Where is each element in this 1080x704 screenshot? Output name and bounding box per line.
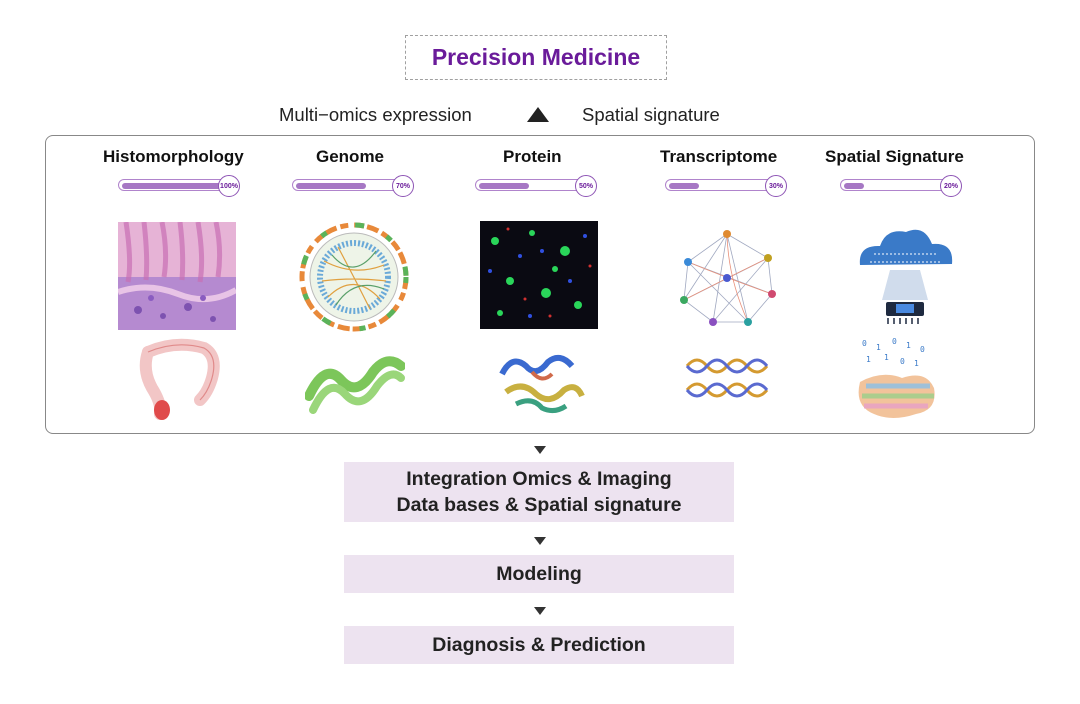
genome-progress: 70% [292,175,414,197]
histology-tissue-image [118,222,236,330]
svg-text:1: 1 [884,353,889,362]
transcriptome-progress: 30% [665,175,787,197]
protein-percent: 50% [575,175,597,197]
transcriptome-title: Transcriptome [660,147,778,166]
spatial-cloud-chip-image [859,229,953,324]
page-title: Precision Medicine [431,44,641,70]
dna-helix-green-image [305,356,405,414]
diagnosis-step-label: Diagnosis & Prediction [432,634,646,656]
spatial-signature-title: Spatial Signature [825,147,964,166]
integration-step-line1: Integration Omics & Imaging [406,468,672,490]
down-arrow-icon [534,607,546,615]
genome-percent: 70% [392,175,414,197]
spatial-signature-label: Spatial signature [582,104,720,125]
histomorphology-progress-fill [122,183,222,189]
svg-text:0: 0 [900,357,905,366]
svg-text:0: 0 [920,345,925,354]
up-arrow-icon [527,107,549,122]
omics-panel [45,135,1035,434]
svg-text:0: 0 [862,339,867,348]
svg-text:1: 1 [876,343,881,352]
protein-title: Protein [503,147,562,166]
histomorphology-progress: 100% [118,175,240,197]
spatial-percent: 20% [940,175,962,197]
histomorphology-percent: 100% [218,175,240,197]
transcriptome-percent: 30% [765,175,787,197]
transcriptome-progress-fill [669,183,699,189]
down-arrow-icon [534,537,546,545]
modeling-step: Modeling [344,555,734,593]
rna-helix-image [685,358,769,398]
protein-progress: 50% [475,175,597,197]
protein-ribbon-image [499,354,585,414]
colon-anatomy-image [139,338,220,420]
protein-fluorescence-image [480,221,598,329]
multi-omics-label: Multi−omics expression [279,104,472,125]
genome-circos-image [299,222,409,332]
genome-title: Genome [316,147,385,166]
spatial-progress-fill [844,183,864,189]
modeling-step-label: Modeling [496,563,582,585]
transcriptome-network-image [680,230,776,326]
diagnosis-step: Diagnosis & Prediction [344,626,734,664]
integration-step: Integration Omics & Imaging Data bases &… [344,462,734,522]
svg-text:1: 1 [866,355,871,364]
subheader: Multi−omics expression Spatial signature [0,104,1080,128]
integration-step-line2: Data bases & Spatial signature [396,494,682,516]
histomorphology-title: Histomorphology [103,147,244,166]
svg-text:0: 0 [892,337,897,346]
genome-progress-fill [296,183,366,189]
protein-progress-fill [479,183,529,189]
svg-text:1: 1 [906,341,911,350]
down-arrow-icon [534,446,546,454]
svg-text:1: 1 [914,359,919,368]
spatial-progress: 20% [840,175,962,197]
title-box: Precision Medicine [405,35,667,80]
